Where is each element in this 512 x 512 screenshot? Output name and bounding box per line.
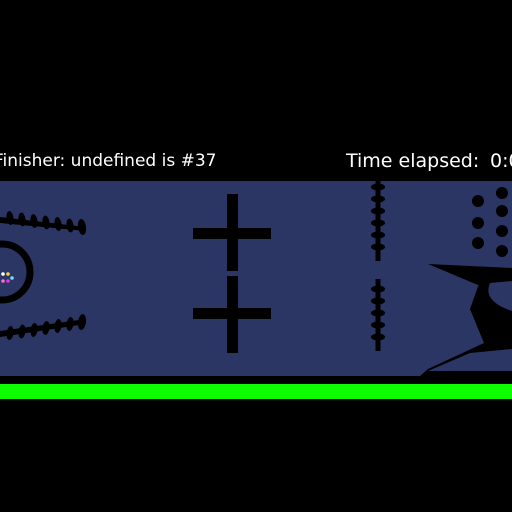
marble-icon xyxy=(1,279,5,283)
lower-spiked-arm xyxy=(0,314,87,340)
marble-icon xyxy=(6,279,10,283)
upper-spiked-arm xyxy=(0,211,87,235)
time-elapsed-value: 0:0 xyxy=(490,150,512,172)
finish-line xyxy=(0,384,512,399)
start-wheel xyxy=(0,240,34,304)
lower-cross-obstacle xyxy=(193,276,271,353)
marble-icon xyxy=(1,272,5,276)
marble-icon xyxy=(6,272,10,276)
race-track xyxy=(0,181,512,376)
marble-icon xyxy=(10,276,14,280)
peg-field xyxy=(472,187,508,257)
track-obstacles xyxy=(0,181,512,376)
lower-spiked-bar xyxy=(371,279,385,351)
marble-cluster xyxy=(1,272,14,283)
finisher-status-text: Finisher: undefined is #37 xyxy=(0,151,217,171)
upper-spiked-bar xyxy=(371,181,385,261)
upper-cross-obstacle xyxy=(193,194,271,271)
funnel-ramp xyxy=(420,264,512,376)
time-elapsed-label: Time elapsed: xyxy=(346,150,480,172)
